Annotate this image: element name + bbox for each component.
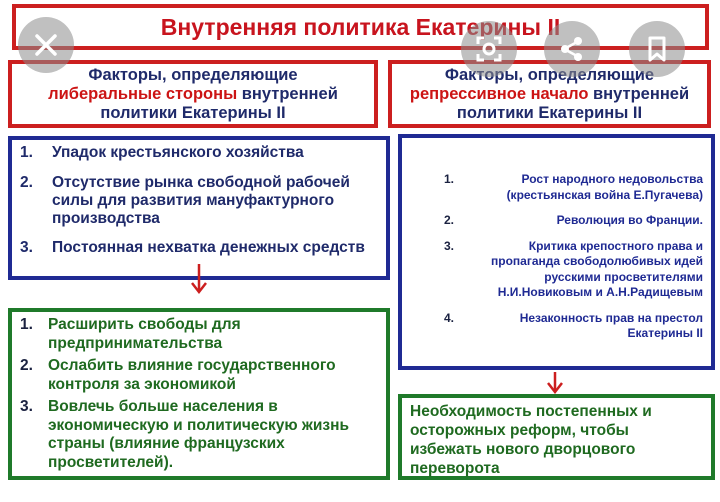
item-number: 3. (20, 398, 33, 415)
liberal-factors-heading: Факторы, определяющие либеральные сторон… (8, 60, 378, 128)
liberal-heading-pre: Факторы, определяющие (88, 65, 298, 84)
item-text: Ослабить влияние государственного контро… (48, 357, 336, 393)
list-item: 3. Вовлечь больше населения в экономическ… (20, 398, 378, 472)
list-item: 1. Упадок крестьянского хозяйства (20, 144, 378, 162)
repressive-down-arrow-icon (547, 372, 563, 394)
repressive-heading-post-1: внутренней (593, 84, 690, 103)
list-item: 2. Революция во Франции. (414, 213, 703, 229)
item-text: Упадок крестьянского хозяйства (52, 144, 304, 161)
lens-button[interactable] (461, 21, 517, 77)
liberal-factors-list: 1. Упадок крестьянского хозяйства 2. Отсут… (8, 136, 390, 280)
list-item: 2. Ослабить влияние государственного конт… (20, 357, 378, 394)
liberal-down-arrow-icon (191, 264, 207, 295)
lens-icon (476, 36, 502, 62)
repressive-conclusion-box: Необходимость постепенных и осторожных р… (398, 394, 715, 480)
share-icon (561, 37, 582, 61)
liberal-heading-highlight: либеральные стороны (48, 84, 238, 103)
item-number: 1. (20, 144, 33, 161)
item-number: 1. (20, 316, 33, 333)
item-number: 1. (444, 172, 455, 186)
item-number: 3. (444, 238, 455, 253)
list-item: 1. Рост народного недовольства (крестьянс… (414, 172, 703, 203)
item-text: Революция во Франции. (556, 213, 703, 227)
item-text: Критика крепостного права и пропаганда с… (490, 238, 703, 300)
item-text: Незаконность прав на престол Екатерины I… (519, 310, 703, 341)
list-item: 3. Критика крепостного права и пропаганда… (414, 239, 703, 301)
repressive-factors-list: 1. Рост народного недовольства (крестьянс… (398, 134, 715, 370)
diagram-title: Внутренняя политика Екатерины II (12, 4, 709, 50)
conclusion-text: Необходимость постепенных и осторожных р… (410, 403, 652, 477)
bookmark-icon (648, 36, 666, 62)
liberal-measures-list: 1. Расширить свободы для предпринимательс… (8, 308, 390, 480)
item-text: Рост народного недовольства (крестьянска… (506, 172, 703, 202)
item-number: 2. (444, 213, 455, 227)
item-text: Расширить свободы для предпринимательств… (48, 316, 241, 352)
repressive-heading-highlight: репрессивное начало (409, 84, 589, 103)
list-item: 1. Расширить свободы для предпринимательс… (20, 316, 378, 353)
item-text: Отсутствие рынка свободной рабочей силы … (52, 174, 350, 227)
item-number: 2. (20, 357, 33, 374)
repressive-heading-post-2: политики Екатерины II (456, 103, 643, 122)
item-number: 4. (444, 310, 455, 325)
item-number: 2. (20, 174, 33, 191)
item-number: 3. (20, 239, 33, 256)
list-item: 2. Отсутствие рынка свободной рабочей сил… (20, 174, 378, 228)
share-button[interactable] (544, 21, 600, 77)
item-text: Вовлечь больше населения в экономическую… (48, 398, 350, 471)
bookmark-button[interactable] (629, 21, 685, 77)
liberal-heading-post-2: политики Екатерины II (100, 103, 286, 122)
list-item: 4. Незаконность прав на престол Екатерины… (414, 311, 703, 342)
close-button[interactable] (18, 17, 74, 73)
close-icon (35, 34, 57, 56)
list-item: 3. Постоянная нехватка денежных средств (20, 239, 378, 257)
liberal-heading-post-1: внутренней (241, 84, 338, 103)
item-text: Постоянная нехватка денежных средств (52, 239, 365, 256)
